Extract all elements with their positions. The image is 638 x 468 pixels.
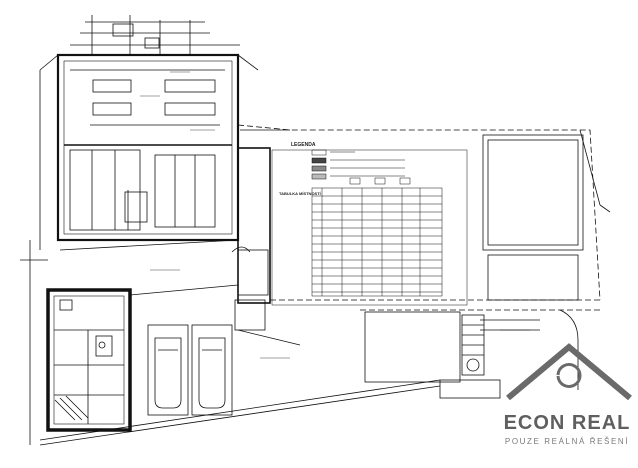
top-dimension-lines [70,15,240,55]
plot-outline [237,124,601,311]
room-table-title: TABULKA MÍSTNOSTÍ [279,191,321,196]
access-road [39,239,441,446]
upper-building [39,53,259,250]
parking-area [147,324,233,416]
brand-name: ECON REAL [503,412,631,434]
brand-logo: ECON REAL POUZE REÁLNÁ ŘEŠENÍ [503,413,631,446]
legend-block [311,149,411,185]
room-table [311,187,443,297]
central-annex [231,129,290,331]
logo-roof-icon [506,343,632,401]
lower-left-building [20,240,132,445]
legend-title: LEGENDA [291,142,316,148]
neighbouring-plots [271,129,611,399]
annotation-hints [140,71,530,359]
brand-tagline: POUZE REÁLNÁ ŘEŠENÍ [504,437,630,446]
stair-detail [461,309,579,390]
